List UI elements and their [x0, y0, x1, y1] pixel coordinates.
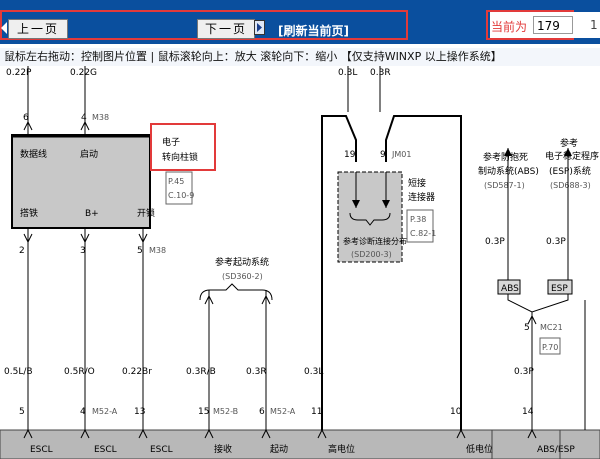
terminal-label: ESCL — [150, 445, 173, 455]
reference-id: (SD688-3) — [550, 181, 591, 190]
page-ref: C.10-9 — [168, 191, 194, 200]
pin-number: 11 — [311, 407, 322, 417]
wire-label: 0.22Br — [122, 367, 152, 377]
reference-label: 参考 — [560, 137, 578, 149]
prev-page-button[interactable]: 上一页 — [8, 19, 68, 39]
page-ref: P.70 — [542, 343, 558, 352]
wire-label: 0.3P — [546, 237, 566, 247]
page-current-label: 当前为 — [491, 20, 528, 34]
wire-label: 0.3R/B — [186, 367, 216, 377]
pin-number: 5 — [524, 323, 530, 333]
wire-label: 0.3R — [246, 367, 267, 377]
page-ref: P.38 — [410, 215, 426, 224]
page-number-input[interactable]: 179 — [533, 16, 573, 34]
module-label: 启动 — [80, 148, 98, 160]
module-label: 搭铁 — [20, 207, 38, 219]
prev-page-label: 上一页 — [16, 22, 59, 36]
reference-label: (ESP)系统 — [549, 165, 591, 177]
terminal-label: ABS/ESP — [537, 445, 575, 455]
terminal-label: ESCL — [30, 445, 53, 455]
reference-id: (SD360-2) — [222, 272, 263, 281]
module-box — [11, 134, 151, 229]
module-label: 数据线 — [20, 148, 47, 160]
esp-tag: ESP — [551, 284, 568, 294]
pin-number: 2 — [19, 246, 25, 256]
usage-hint: 鼠标左右拖动：控制图片位置 | 鼠标滚轮向上：放大 滚轮向下：缩小 【仅支持WI… — [0, 48, 600, 66]
pin-number: 19 — [344, 150, 356, 160]
module-label: B+ — [85, 209, 99, 219]
connector-id: M52-B — [213, 407, 238, 416]
pin-number: 6 — [23, 113, 29, 123]
reference-id: (SD587-1) — [484, 181, 525, 190]
wire-label: 0.22P — [6, 68, 32, 78]
diagnostic-label: 参考诊断连接分布 — [343, 236, 407, 246]
page-overflow-text: 1 — [590, 18, 598, 32]
pin-number: 10 — [450, 407, 462, 417]
pin-number: 14 — [522, 407, 534, 417]
pin-number: 6 — [259, 407, 265, 417]
wire-label: 0.22G — [70, 68, 97, 78]
terminal-label: 接收 — [214, 443, 232, 455]
reference-label: 参考起动系统 — [215, 256, 269, 268]
abs-tag: ABS — [501, 284, 519, 294]
terminal-label: 高电位 — [328, 443, 355, 455]
connector-id: JM01 — [391, 150, 411, 159]
module-label: 开锁 — [137, 207, 155, 219]
steering-lock-title: 转向柱锁 — [162, 151, 198, 163]
arrow-right-icon[interactable] — [254, 20, 265, 35]
pin-number: 13 — [134, 407, 145, 417]
refresh-link[interactable]: [刷新当前页] — [278, 24, 349, 38]
terminal-label: 起动 — [270, 444, 288, 455]
toolbar-highlight-frame — [0, 10, 408, 40]
terminal-label: ESCL — [94, 445, 117, 455]
page-ref: P.45 — [168, 177, 184, 186]
reference-label: 电子稳定程序 — [545, 150, 599, 162]
steering-lock-title: 电子 — [162, 136, 180, 148]
connector-id: M52-A — [270, 407, 296, 416]
reference-label: 参考防抱死 — [483, 151, 528, 163]
pin-number: 15 — [198, 407, 209, 417]
wire-label: 0.3P — [514, 367, 534, 377]
terminal-label: 低电位 — [466, 443, 493, 455]
next-page-button[interactable]: 下一页 — [197, 19, 255, 39]
pin-number: 5 — [19, 407, 25, 417]
pin-number: 5 — [137, 246, 143, 256]
wire-label: 0.5L/B — [4, 367, 33, 377]
arrow-left-icon[interactable] — [0, 21, 8, 35]
bottom-connector-bar — [0, 429, 600, 459]
pin-number: 4 — [81, 113, 87, 123]
connector-id: M38 — [92, 113, 109, 122]
page-ref: C.82-1 — [410, 229, 436, 238]
wiring-diagram[interactable]: 0.22P 0.22G 0.3L 0.3R 6 4 M38 数据线 启动 搭铁 … — [0, 66, 600, 459]
next-page-label: 下一页 — [204, 22, 247, 36]
pin-number: 3 — [80, 246, 86, 256]
wire-label: 0.3L — [304, 367, 323, 377]
connector-id: M38 — [149, 246, 166, 255]
wire-label: 0.3P — [485, 237, 505, 247]
steering-lock-highlight — [150, 123, 216, 171]
short-connector-title: 连接器 — [408, 191, 435, 203]
connector-id: MC21 — [540, 323, 563, 332]
connector-id: M52-A — [92, 407, 118, 416]
short-connector-title: 短接 — [408, 177, 426, 189]
reference-id: (SD200-3) — [351, 250, 392, 259]
pin-number: 9 — [380, 150, 386, 160]
pin-number: 4 — [80, 407, 86, 417]
diagnostic-connector-box — [337, 171, 403, 263]
wire-label: 0.5R/O — [64, 367, 95, 377]
